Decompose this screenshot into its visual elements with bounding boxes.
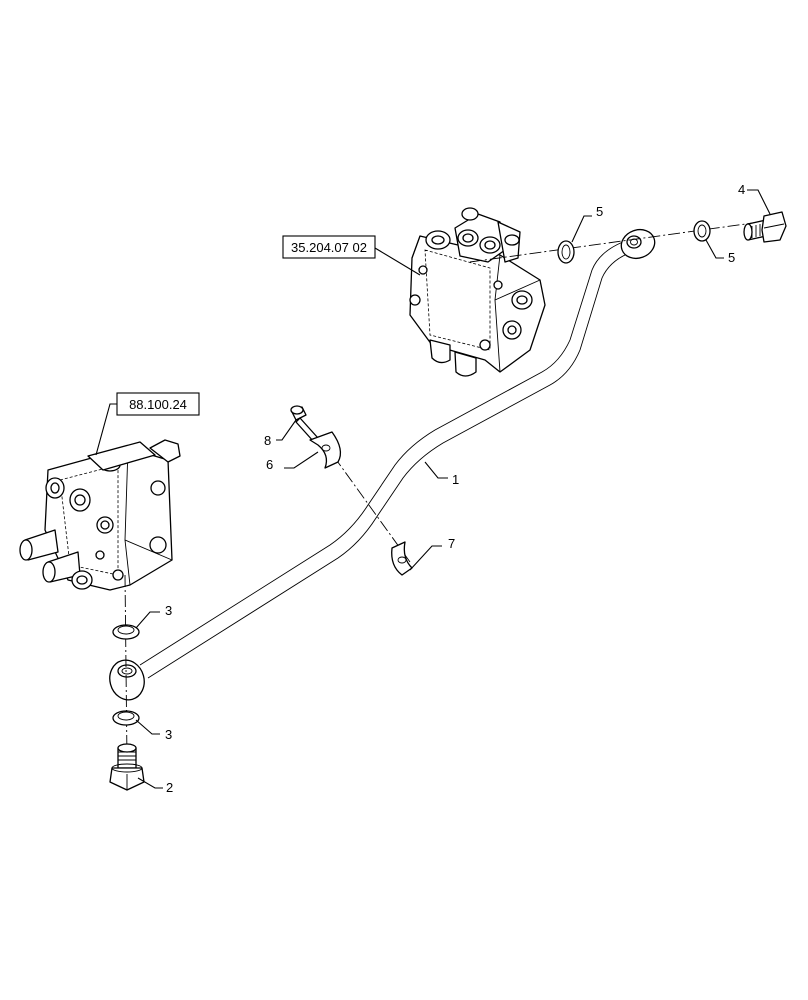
callout-5-right: 5 (705, 239, 735, 265)
lower-banjo-eye (109, 659, 145, 701)
callout-6: 6 (266, 451, 319, 472)
upper-control-valve (409, 207, 546, 377)
clamp-upper (309, 431, 342, 469)
callout-label-4: 4 (738, 182, 745, 197)
lower-control-valve (19, 439, 181, 591)
callout-4: 4 (738, 182, 771, 215)
callout-label-5-left: 5 (596, 204, 603, 219)
upper-seal-left (557, 240, 575, 264)
reference-box-lower-valve[interactable]: 88.100.24 (95, 392, 200, 456)
reference-label-upper-valve: 35.204.07 02 (291, 240, 367, 255)
clamp-lower (391, 541, 413, 576)
callout-3-bottom: 3 (135, 719, 172, 742)
upper-seal-right (693, 220, 711, 242)
callout-label-1: 1 (452, 472, 459, 487)
callout-label-3-top: 3 (165, 603, 172, 618)
callout-3-top: 3 (135, 603, 172, 629)
reference-box-upper-valve[interactable]: 35.204.07 02 (282, 235, 421, 276)
callout-label-7: 7 (448, 536, 455, 551)
callout-8: 8 (264, 419, 297, 448)
clamp-bolt (290, 405, 319, 443)
callout-1: 1 (424, 461, 459, 487)
callout-label-5-right: 5 (728, 250, 735, 265)
callout-7: 7 (409, 536, 455, 571)
upper-banjo-eye (620, 228, 656, 260)
callout-2: 2 (137, 777, 173, 795)
hydraulic-pipe (109, 228, 656, 701)
lower-seal-top (112, 624, 140, 640)
lower-seal-bottom (112, 710, 140, 726)
reference-label-lower-valve: 88.100.24 (129, 397, 187, 412)
callout-label-8: 8 (264, 433, 271, 448)
callout-label-3-bottom: 3 (165, 727, 172, 742)
callout-label-6: 6 (266, 457, 273, 472)
callout-label-2: 2 (166, 780, 173, 795)
banjo-bolt (109, 743, 145, 791)
plug-bolt (743, 211, 787, 243)
callout-5-left: 5 (571, 204, 603, 243)
